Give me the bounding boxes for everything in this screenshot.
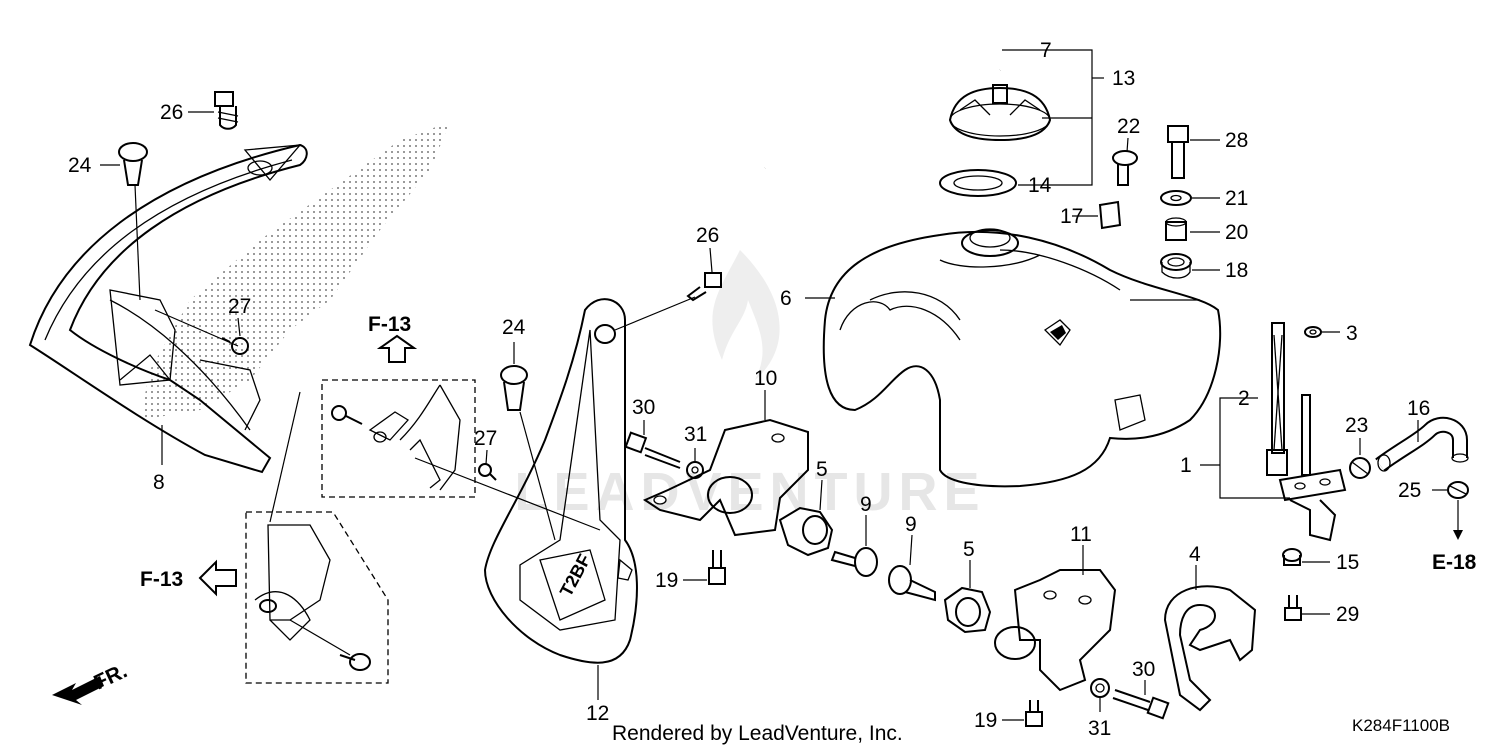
collar-17 <box>1098 200 1122 230</box>
clamp-23 <box>1349 457 1371 479</box>
callout-22: 22 <box>1117 115 1140 138</box>
callout-2: 2 <box>1238 387 1250 410</box>
detail-box-lower <box>245 511 389 684</box>
callout-21: 21 <box>1225 187 1248 210</box>
collar-20 <box>1165 217 1187 241</box>
side-cover-part-12: T2BF <box>483 298 638 664</box>
diagram-code: K284F1100B <box>1352 716 1450 735</box>
bolt-28 <box>1167 125 1189 179</box>
callout-4: 4 <box>1189 543 1201 566</box>
callout-24-upper: 24 <box>68 154 92 177</box>
callout-17: 17 <box>1060 205 1083 228</box>
bolt-26-center <box>686 272 722 302</box>
fuel-cap-part-13 <box>948 84 1052 142</box>
callout-19-center: 19 <box>655 569 678 592</box>
shroud-decal-text: T2BF <box>556 551 595 600</box>
callout-7: 7 <box>1040 39 1052 62</box>
fuel-filter-part-2 <box>1266 322 1288 476</box>
front-arrow-icon <box>52 676 104 705</box>
callout-29: 29 <box>1336 603 1359 626</box>
callout-23: 23 <box>1345 414 1368 437</box>
callout-9-left: 9 <box>860 493 872 516</box>
callout-20: 20 <box>1225 221 1248 244</box>
fuel-tank-part-6 <box>822 228 1222 488</box>
callout-28: 28 <box>1225 129 1248 152</box>
washer-31-right <box>1090 678 1110 698</box>
detail-box-upper <box>321 379 476 498</box>
bolt-29 <box>1284 595 1302 621</box>
callout-19-bottom: 19 <box>974 709 997 732</box>
clip-24-upper <box>118 142 148 186</box>
screw-27-center <box>478 463 497 481</box>
watermark-flame-icon <box>712 250 780 380</box>
ref-f13-upper[interactable]: F-13 <box>368 313 411 336</box>
rubber-mount-5-right <box>943 586 992 634</box>
bolt-26-upper <box>214 91 239 130</box>
callout-1: 1 <box>1180 454 1192 477</box>
callout-30-right: 30 <box>1132 658 1155 681</box>
callout-9-right: 9 <box>905 513 917 536</box>
strap-part-4 <box>1163 585 1257 712</box>
washer-3 <box>1304 326 1322 338</box>
collar-9-right <box>888 565 936 602</box>
clip-24-center <box>500 365 528 411</box>
detail-lower-parts <box>254 524 371 671</box>
callout-13: 13 <box>1112 67 1135 90</box>
callout-15: 15 <box>1336 551 1359 574</box>
rubber-18 <box>1160 253 1192 279</box>
bolt-30-left <box>624 431 681 469</box>
callout-24-center: 24 <box>502 316 526 339</box>
callout-5-right: 5 <box>963 538 975 561</box>
callout-27-center: 27 <box>474 427 497 450</box>
nut-15 <box>1282 548 1302 566</box>
collar-9-left <box>830 547 878 577</box>
shroud-part-8 <box>28 122 450 474</box>
bolt-19-bottom <box>1025 700 1043 727</box>
callout-27-left: 27 <box>228 295 251 318</box>
bolt-30-right <box>1112 689 1170 720</box>
bracket-part-10 <box>642 418 809 537</box>
callout-31-left: 31 <box>684 423 707 446</box>
breather-tube-part-7 <box>764 28 1006 170</box>
watermark-text: LEADVENTURE <box>514 462 985 522</box>
callout-30-left: 30 <box>632 396 655 419</box>
callout-11: 11 <box>1070 523 1092 546</box>
callout-25: 25 <box>1398 479 1421 502</box>
callout-31-right: 31 <box>1088 717 1111 740</box>
callout-10: 10 <box>754 367 777 390</box>
clamp-25 <box>1447 481 1469 499</box>
callout-18: 18 <box>1225 259 1248 282</box>
arrow-left-icon <box>198 559 237 597</box>
credit-text: Rendered by LeadVenture, Inc. <box>612 722 903 745</box>
callout-8: 8 <box>153 471 165 494</box>
cap-gasket-part-14 <box>939 169 1017 197</box>
callout-26-center: 26 <box>696 224 719 247</box>
screw-22 <box>1112 150 1138 186</box>
callout-14: 14 <box>1028 174 1052 197</box>
washer-21 <box>1160 190 1192 206</box>
wing-decal-graphic <box>140 122 450 420</box>
fuel-hose-part-16 <box>1375 416 1469 472</box>
ref-e18[interactable]: E-18 <box>1432 551 1477 574</box>
arrow-down-icon <box>1453 530 1463 540</box>
bolt-19-center <box>708 550 726 585</box>
callout-26-upper: 26 <box>160 101 183 124</box>
callout-3: 3 <box>1346 322 1358 345</box>
bracket-part-11 <box>994 569 1117 692</box>
ref-f13-left[interactable]: F-13 <box>140 568 183 591</box>
fuel-valve-part-1 <box>1278 394 1347 542</box>
callout-5-left: 5 <box>816 458 828 481</box>
callout-16: 16 <box>1407 397 1430 420</box>
rubber-mount-5-left <box>778 506 834 557</box>
arrow-up-icon <box>376 334 418 363</box>
callout-6: 6 <box>780 287 792 310</box>
detail-upper-parts <box>331 384 461 491</box>
callout-12: 12 <box>586 702 609 725</box>
